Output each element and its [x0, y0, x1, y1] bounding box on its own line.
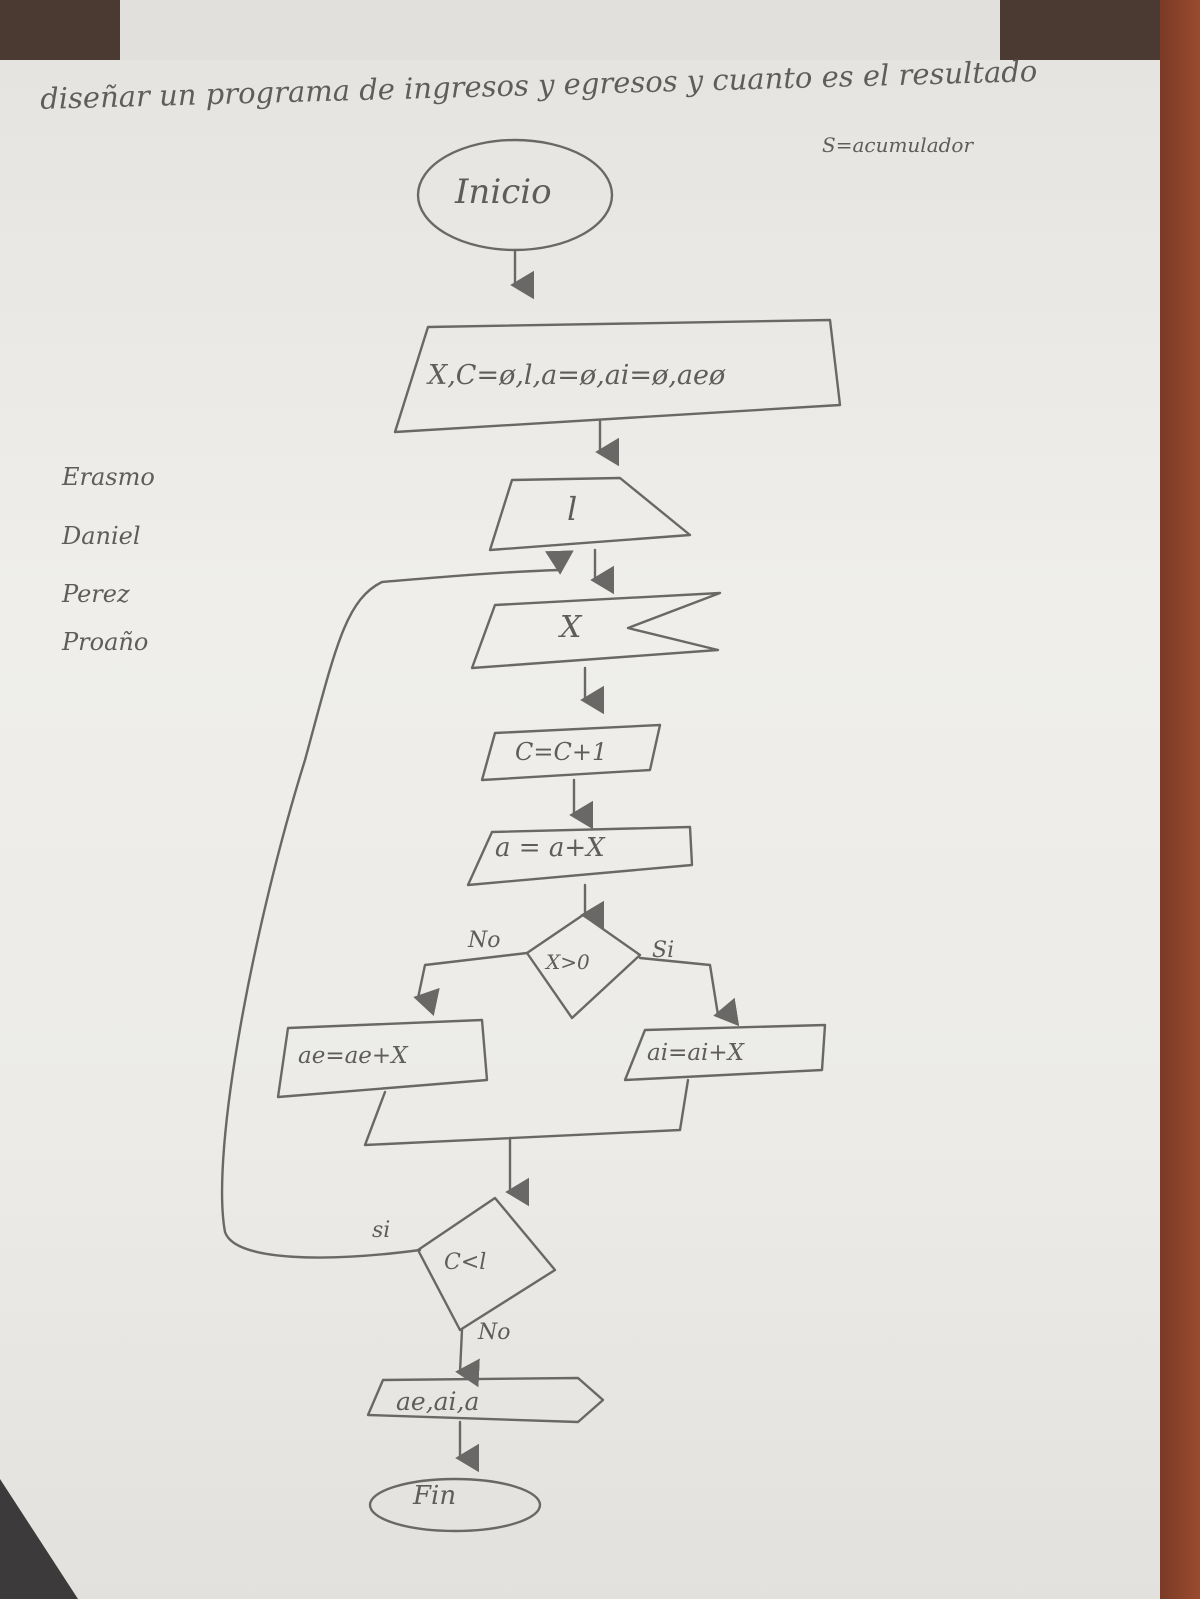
author-name-2: Daniel [62, 522, 141, 550]
arrow-dec1-no [413, 951, 529, 1017]
decision1-no-label: No [468, 928, 501, 953]
arrow-dec2-output [455, 1328, 480, 1388]
counter-process [480, 723, 662, 782]
input-l-shape [488, 476, 692, 552]
arrow-dec1-yes [638, 956, 740, 1027]
end-label: Fin [413, 1481, 457, 1511]
input-l-label: l [567, 490, 578, 528]
merge-line [363, 1078, 690, 1147]
input-x-label: X [560, 610, 582, 645]
author-name-4: Proaño [62, 628, 149, 656]
accumulator-note: S=acumulador [822, 133, 974, 157]
author-name-1: Erasmo [62, 463, 155, 491]
egreso-process [276, 1018, 489, 1099]
input-x-shape [470, 591, 722, 670]
decision1-label: X>0 [546, 950, 590, 974]
decision1-yes-label: Si [652, 938, 675, 963]
loop-back-line [220, 550, 574, 1259]
ingreso-process [623, 1023, 827, 1082]
counter-label: C=C+1 [515, 738, 608, 766]
egreso-label: ae=ae+X [298, 1043, 408, 1069]
output-shape [366, 1376, 605, 1424]
ingreso-label: ai=ai+X [647, 1040, 745, 1066]
decision-x-positive [525, 913, 642, 1020]
start-label: Inicio [455, 172, 552, 212]
accumulate-label: a = a+X [495, 833, 605, 863]
output-label: ae,ai,a [396, 1387, 480, 1416]
table-surface [1160, 0, 1200, 1599]
decision2-label: C<l [444, 1250, 487, 1275]
end-terminal [368, 1477, 542, 1533]
decision2-no-label: No [478, 1320, 511, 1345]
author-name-3: Perez [62, 580, 130, 608]
decision-count [416, 1196, 557, 1332]
init-process [393, 318, 842, 434]
decision2-yes-label: si [372, 1218, 391, 1243]
accumulate-process [466, 825, 694, 887]
init-label: X,C=ø,l,a=ø,ai=ø,aeø [428, 360, 726, 391]
